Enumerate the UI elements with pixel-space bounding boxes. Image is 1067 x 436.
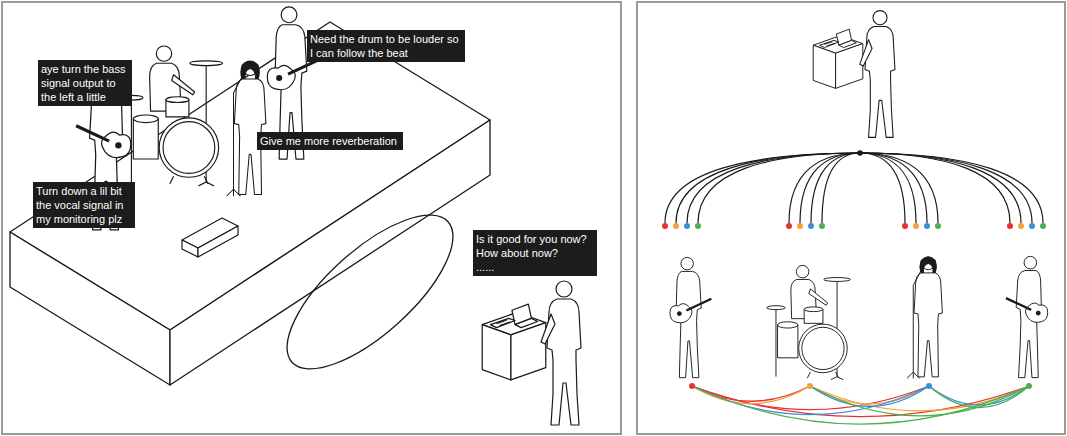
monitor-arc xyxy=(929,386,1029,405)
drummer-figure xyxy=(767,265,851,379)
monitor-arc xyxy=(692,386,810,404)
monitor-arc xyxy=(810,386,929,406)
speech-label: aye turn the bass signal output to the l… xyxy=(38,60,132,106)
sound-engineer xyxy=(541,281,581,425)
channel-dot xyxy=(662,223,668,229)
channel-dot xyxy=(924,223,930,229)
routing-curve xyxy=(676,153,860,223)
routing-curve xyxy=(860,153,1010,223)
channel-dot xyxy=(1018,223,1024,229)
channel-dot xyxy=(786,223,792,229)
routing-curve xyxy=(811,153,860,223)
routing-curve xyxy=(822,153,860,223)
speech-text: aye turn the bass signal output to the l… xyxy=(41,62,129,104)
drummer-figure xyxy=(120,46,223,186)
channel-dot xyxy=(684,223,690,229)
routing-curve xyxy=(665,153,860,223)
wedge-face xyxy=(182,240,198,257)
speech-text: ...... xyxy=(476,260,594,274)
sound-engineer xyxy=(860,11,895,138)
routing-curve xyxy=(860,153,938,223)
monitor-arc xyxy=(692,386,1029,417)
channel-dot xyxy=(1007,223,1013,229)
speech-text: Turn down a lil bit the vocal signal in … xyxy=(36,184,132,226)
musician-dot xyxy=(807,383,813,389)
singer-figure xyxy=(907,257,942,379)
speech-label: Give me more reverberation xyxy=(257,132,403,150)
musician-dot xyxy=(926,383,932,389)
monitor-arc xyxy=(810,386,1029,416)
panel-frame xyxy=(2,2,621,434)
routing-curve xyxy=(698,153,860,223)
guitarist-figure xyxy=(670,257,711,377)
panel-frame xyxy=(637,2,1065,434)
channel-dot xyxy=(1040,223,1046,229)
routing-curve xyxy=(800,153,860,223)
channel-dot xyxy=(1029,223,1035,229)
routing-curve xyxy=(860,153,1043,223)
channel-dot xyxy=(819,223,825,229)
monitor-arc xyxy=(929,386,1029,408)
routing-curve xyxy=(860,153,1032,223)
audience-area xyxy=(264,191,476,394)
channel-dot xyxy=(797,223,803,229)
monitor-arc xyxy=(692,386,1029,424)
routing-curves xyxy=(665,153,1043,223)
speech-text: How about now? xyxy=(476,246,594,260)
musician-dot xyxy=(689,383,695,389)
channel-dot xyxy=(935,223,941,229)
speech-label: Need the drum to be louder so I can foll… xyxy=(307,30,465,62)
bassist-figure xyxy=(1006,256,1048,377)
speech-label: Is it good for you now?How about now?...… xyxy=(473,230,597,276)
channel-dots xyxy=(662,223,1046,229)
speech-label: Turn down a lil bit the vocal signal in … xyxy=(33,182,135,228)
stage-side xyxy=(10,232,170,385)
routing-curve xyxy=(860,153,927,223)
mixing-desk xyxy=(813,29,863,88)
routing-curve xyxy=(860,153,905,223)
mixing-desk xyxy=(482,304,546,380)
routing-curve xyxy=(789,153,860,223)
channel-dot xyxy=(913,223,919,229)
speech-text: Is it good for you now? xyxy=(476,232,594,246)
monitor-arcs xyxy=(692,386,1029,424)
channel-dot xyxy=(808,223,814,229)
routing-curve xyxy=(860,153,1021,223)
channel-dot xyxy=(673,223,679,229)
stage-side xyxy=(170,120,490,385)
channel-dot xyxy=(695,223,701,229)
speech-text: Give me more reverberation xyxy=(260,134,400,148)
singer-figure xyxy=(227,61,266,196)
speech-text: Need the drum to be louder so I can foll… xyxy=(310,32,462,60)
channel-dot xyxy=(902,223,908,229)
wedge-face xyxy=(198,226,238,257)
routing-curve xyxy=(687,153,860,223)
musician-dot xyxy=(1026,383,1032,389)
hub-dot xyxy=(857,150,863,156)
stage xyxy=(10,22,490,385)
monitor-wedge xyxy=(182,218,238,257)
